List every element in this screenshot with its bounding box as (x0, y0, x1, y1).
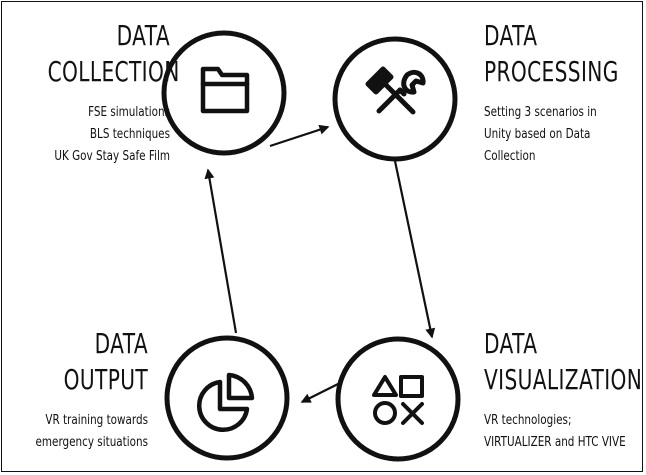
collection-heading-line-2: COLLECTION (47, 55, 180, 88)
output-heading: DATA OUTPUT (41, 326, 148, 398)
visualization-circle (335, 336, 461, 462)
collection-detail-2: BLS techniques (89, 127, 170, 142)
processing-detail-3: Collection (484, 149, 536, 164)
arrow-output-to-collection (204, 168, 238, 334)
arrow-collection-to-processing (269, 124, 330, 148)
visualization-description: VR technologies; VIRTUALIZER and HTC VIV… (484, 410, 626, 454)
processing-heading-line-1: DATA (484, 19, 538, 52)
collection-detail-3: UK Gov Stay Safe Film (54, 149, 171, 164)
processing-heading-line-2: PROCESSING (484, 55, 619, 88)
processing-heading: DATA PROCESSING (484, 18, 619, 90)
processing-description: Setting 3 scenarios in Unity based on Da… (484, 102, 612, 168)
visualization-heading-line-1: DATA (484, 327, 538, 360)
visualization-detail-1: VR technologies; (484, 413, 572, 428)
processing-detail-2: Unity based on Data (484, 127, 591, 142)
output-heading-line-2: OUTPUT (63, 363, 148, 396)
visualization-heading-line-2: VISUALIZATION (484, 363, 643, 396)
node-output (164, 335, 290, 461)
arrow-visualization-to-output (300, 381, 343, 403)
folder-icon (200, 66, 250, 114)
processing-detail-1: Setting 3 scenarios in (484, 105, 597, 120)
shapes-icon (372, 375, 424, 425)
output-heading-line-1: DATA (94, 327, 148, 360)
collection-heading: DATA COLLECTION (47, 18, 180, 90)
output-text: DATA OUTPUT VR training towards emergenc… (0, 326, 148, 454)
pie-chart-icon (196, 372, 255, 433)
collection-text: DATA COLLECTION FSE simulations BLS tech… (0, 18, 180, 168)
flow-arrows (204, 124, 436, 403)
hammer-wrench-icon (365, 66, 426, 115)
visualization-heading: DATA VISUALIZATION (484, 326, 643, 398)
node-processing (332, 36, 458, 162)
collection-heading-line-1: DATA (116, 19, 170, 52)
collection-circle (161, 30, 287, 156)
node-visualization (335, 336, 461, 462)
collection-description: FSE simulations BLS techniques UK Gov St… (34, 102, 170, 168)
output-detail-1: VR training towards (45, 413, 148, 428)
arrow-processing-to-visualization (393, 160, 436, 339)
node-collection (161, 30, 287, 156)
collection-detail-1: FSE simulations (88, 105, 170, 120)
visualization-detail-2: VIRTUALIZER and HTC VIVE (484, 435, 626, 450)
output-description: VR training towards emergency situations (30, 410, 148, 454)
processing-text: DATA PROCESSING Setting 3 scenarios in U… (484, 18, 644, 168)
visualization-text: DATA VISUALIZATION VR technologies; VIRT… (484, 326, 644, 454)
processing-circle (332, 36, 458, 162)
output-detail-2: emergency situations (35, 435, 148, 450)
